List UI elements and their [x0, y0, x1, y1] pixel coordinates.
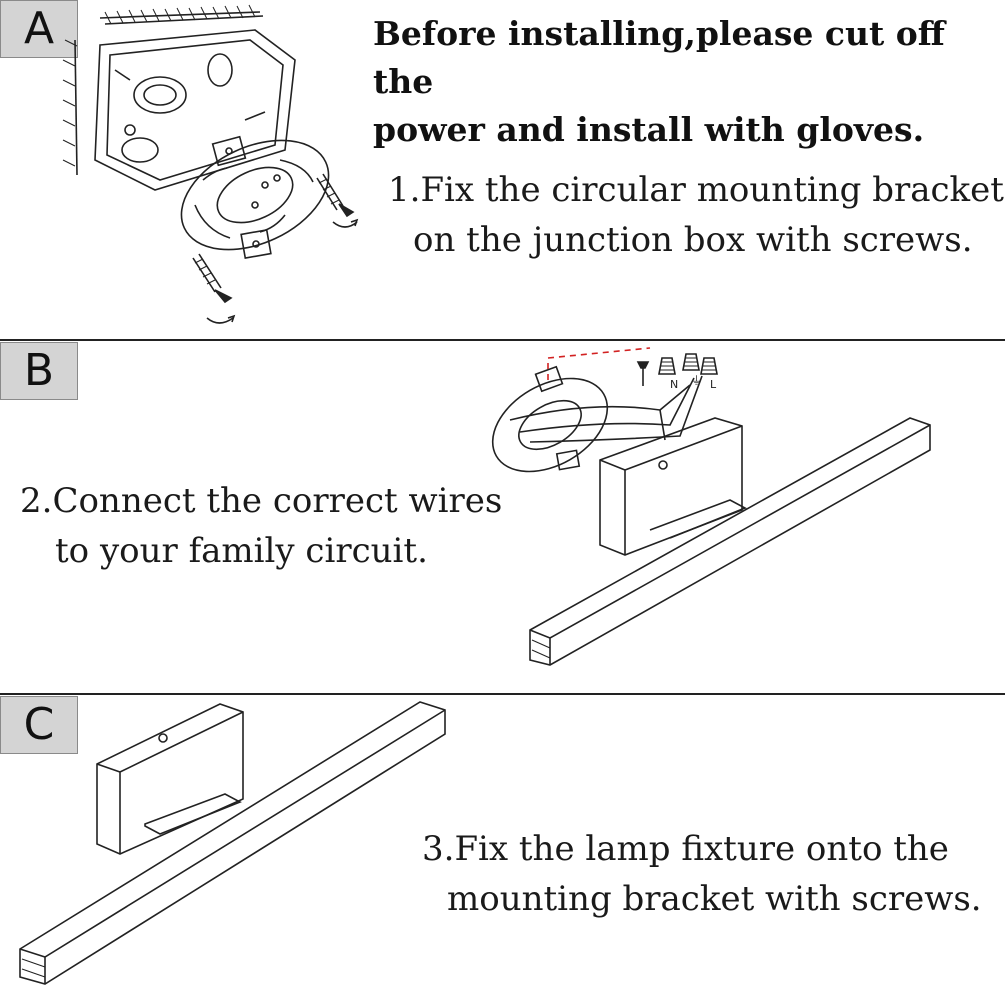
step-3-line-1: 3.Fix the lamp fixture onto the: [422, 829, 949, 869]
wire-label-ground: ⏚: [691, 374, 702, 387]
step-2-line-2: to your family circuit.: [55, 531, 428, 571]
step-1-line-1: 1.Fix the circular mounting bracket: [388, 170, 1004, 210]
section-a-badge: A: [0, 0, 78, 58]
wire-label-l: L: [710, 378, 717, 391]
safety-warning: Before installing,please cut off the pow…: [373, 10, 1005, 154]
safety-warning-line-2: power and install with gloves.: [373, 110, 925, 149]
safety-warning-line-1: Before installing,please cut off the: [373, 14, 945, 101]
section-b-badge: B: [0, 342, 78, 400]
lamp-fixture-illustration: [15, 694, 455, 994]
step-3-line-2: mounting bracket with screws.: [447, 879, 982, 919]
divider-a-b: [0, 339, 1005, 341]
step-2-line-1: 2.Connect the correct wires: [20, 481, 503, 521]
wiring-illustration: N ⏚ L: [480, 340, 950, 690]
section-b: B 2.Connect the correct wires to your fa…: [0, 340, 1005, 694]
step-1-text: 1.Fix the circular mounting bracket on t…: [388, 165, 1004, 265]
divider-b-c: [0, 693, 1005, 695]
step-2-text: 2.Connect the correct wires to your fami…: [20, 476, 502, 576]
section-c-badge: C: [0, 696, 78, 754]
section-a: A: [0, 0, 1005, 340]
wire-label-n: N: [670, 378, 678, 391]
step-3-text: 3.Fix the lamp fixture onto the mounting…: [422, 824, 982, 924]
section-c: C 3.Fix the lamp fixture onto the mounti…: [0, 694, 1005, 994]
step-1-line-2: on the junction box with screws.: [413, 220, 973, 260]
junction-box-illustration: [55, 0, 375, 335]
